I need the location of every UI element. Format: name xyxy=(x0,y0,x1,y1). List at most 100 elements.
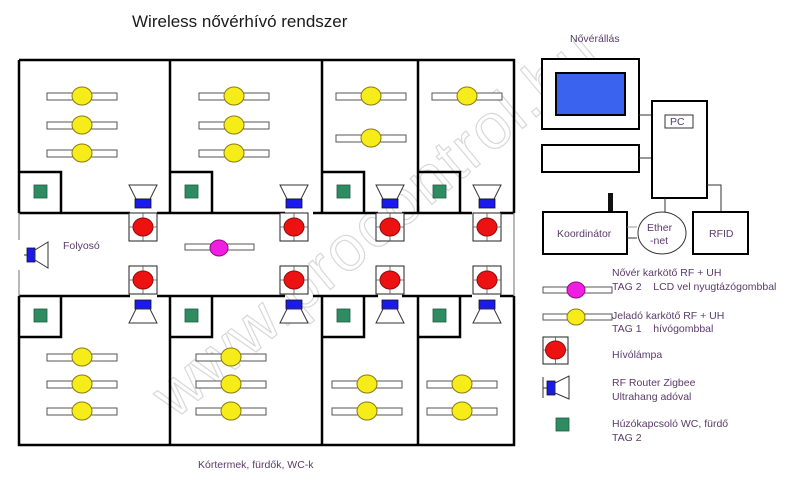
nurse-tag-corridor xyxy=(184,239,255,257)
patient-tag xyxy=(431,86,503,106)
lamp-icon xyxy=(379,270,401,290)
pull-switch-icon xyxy=(336,308,351,323)
speaker-icon xyxy=(279,308,309,324)
corridor-label: Folyosó xyxy=(63,240,100,252)
patient-tag xyxy=(46,401,118,421)
legend-call-lamp: Hívólámpa xyxy=(542,336,662,365)
legend-pull-switch: Húzókapcsoló WC, fürdő TAG 2 xyxy=(555,417,728,444)
coordinator-label: Koordinátor xyxy=(557,228,612,240)
speaker-icon xyxy=(375,308,405,324)
patient-tag xyxy=(426,401,498,421)
speaker-icon xyxy=(472,184,502,200)
pull-switch-icon xyxy=(432,184,447,199)
patient-tag xyxy=(198,86,270,106)
rf-router xyxy=(472,299,502,324)
patient-tag xyxy=(198,143,270,163)
pull-switch-icon xyxy=(184,308,199,323)
lamp-icon xyxy=(283,270,305,290)
floor-plan xyxy=(17,58,516,447)
wall-bottom xyxy=(17,296,516,447)
patient-tag xyxy=(331,374,403,394)
call-button-icon xyxy=(71,374,93,394)
nurse-station-label: Nővérállás xyxy=(570,33,620,45)
legend-router: RF Router Zigbee Ultrahang adóval xyxy=(542,375,696,403)
pull-switch-icon xyxy=(33,184,48,199)
rf-router xyxy=(472,184,502,209)
rf-router xyxy=(279,299,309,324)
speaker-icon xyxy=(128,308,158,324)
rooms-label: Kórtermek, fürdők, WC-k xyxy=(198,459,314,471)
call-lamp xyxy=(128,212,158,242)
call-lamp xyxy=(472,212,502,242)
legend-nurse-tag: Nővér karkötő RF + UH TAG 2 LCD vel nyug… xyxy=(542,267,776,299)
call-button-icon xyxy=(451,401,473,421)
ethernet-switch xyxy=(637,211,687,255)
legend-patient-tag-line1: Jeladó karkötő RF + UH xyxy=(612,310,724,322)
lamp-icon xyxy=(283,217,305,237)
call-lamp xyxy=(279,265,309,295)
legend-patient-tag-line2: TAG 1 hívógombbal xyxy=(612,323,713,335)
lamp-icon xyxy=(476,217,498,237)
ethernet-label-2: -net xyxy=(650,235,668,247)
call-lamps-layer xyxy=(128,212,502,295)
call-button-icon xyxy=(71,401,93,421)
patient-tags-layer xyxy=(46,86,503,421)
diagram-title: Wireless nővérhívó rendszer xyxy=(132,12,348,31)
legend-router-line1: RF Router Zigbee xyxy=(612,377,696,389)
call-lamp xyxy=(375,212,405,242)
router-icon xyxy=(134,299,152,310)
antenna-icon xyxy=(608,193,613,212)
router-icon xyxy=(134,198,152,209)
wall-top xyxy=(19,58,516,213)
call-button-icon xyxy=(223,86,245,106)
router-icon xyxy=(381,198,399,209)
patient-tag xyxy=(198,115,270,135)
call-button-icon xyxy=(223,143,245,163)
patient-tag xyxy=(46,143,118,163)
legend: Nővér karkötő RF + UH TAG 2 LCD vel nyug… xyxy=(542,267,776,444)
router-icon xyxy=(285,198,303,209)
call-button-icon xyxy=(71,347,93,367)
legend-pull-switch-line2: TAG 2 xyxy=(612,432,642,444)
speaker-icon xyxy=(279,184,309,200)
patient-tag xyxy=(331,401,403,421)
pull-switch-icon xyxy=(336,184,351,199)
patient-tag xyxy=(335,86,407,106)
patient-tag xyxy=(46,347,118,367)
call-button-icon xyxy=(220,401,242,421)
call-button-icon xyxy=(223,115,245,135)
call-lamp xyxy=(375,265,405,295)
lamp-icon xyxy=(132,217,154,237)
coordinator-box xyxy=(542,211,628,255)
lamp-icon xyxy=(476,270,498,290)
pull-switch-icon xyxy=(184,184,199,199)
call-lamp xyxy=(128,265,158,295)
call-button-icon xyxy=(356,401,378,421)
speaker-icon xyxy=(472,308,502,324)
call-button-icon xyxy=(360,86,382,106)
call-button-icon xyxy=(220,347,242,367)
monitor-screen xyxy=(555,72,626,116)
keyboard xyxy=(541,144,640,173)
patient-tag xyxy=(426,374,498,394)
call-button-icon xyxy=(456,86,478,106)
lamp-icon xyxy=(132,270,154,290)
patient-tag xyxy=(46,86,118,106)
pc-label-box xyxy=(664,114,694,129)
rfid-box xyxy=(692,211,749,255)
legend-call-lamp-label: Hívólámpa xyxy=(612,349,662,361)
legend-pull-switch-line1: Húzókapcsoló WC, fürdő xyxy=(612,418,728,430)
pull-switch-icon xyxy=(432,308,447,323)
router-icon xyxy=(478,198,496,209)
rf-router xyxy=(375,299,405,324)
call-button-icon xyxy=(360,128,382,148)
patient-tag xyxy=(46,374,118,394)
router-icon xyxy=(381,299,399,310)
pull-switches-layer xyxy=(33,184,447,323)
call-button-icon xyxy=(451,374,473,394)
patient-tag xyxy=(195,374,267,394)
speaker-icon xyxy=(128,184,158,200)
legend-patient-tag: Jeladó karkötő RF + UH TAG 1 hívógombbal xyxy=(542,308,724,335)
pc-label: PC xyxy=(670,116,685,128)
call-button-icon xyxy=(71,143,93,163)
